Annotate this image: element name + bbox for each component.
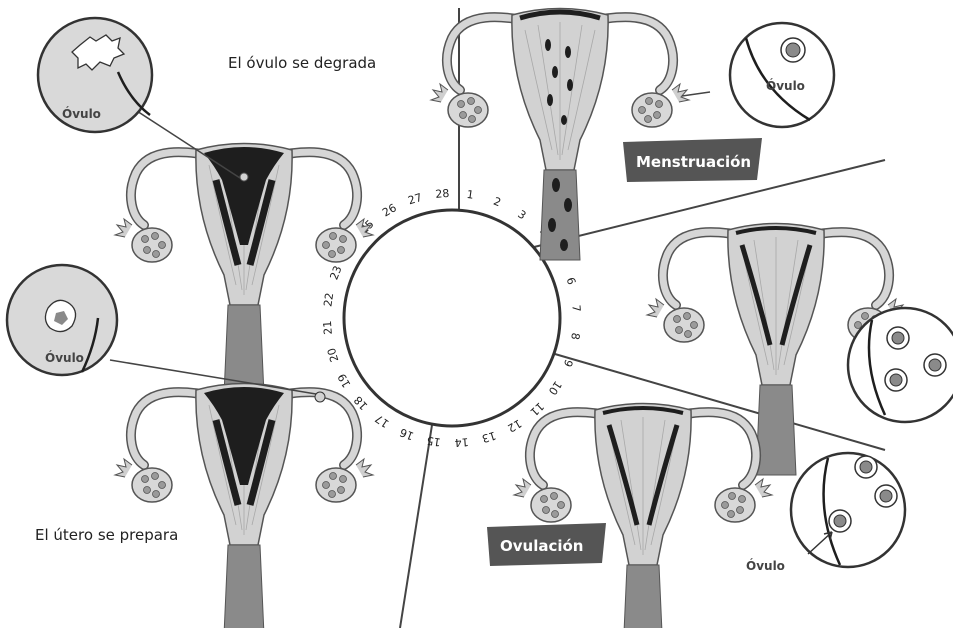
cycle-day-label: 7 — [569, 304, 582, 312]
badge-menstruacion: Menstruación — [623, 138, 762, 182]
cycle-day-label: 1 — [466, 188, 475, 202]
cycle-day-label: 19 — [335, 371, 353, 390]
cycle-day-label: 6 — [564, 276, 578, 287]
cycle-day-label: 3 — [515, 208, 528, 223]
badge-menstruacion-label: Menstruación — [636, 153, 751, 171]
cycle-day-label: 16 — [398, 425, 416, 442]
cycle-day-label: 13 — [480, 429, 497, 446]
cycle-day-label: 28 — [435, 187, 450, 201]
cycle-day-label: 12 — [505, 416, 524, 434]
zoom-circle-folicular — [848, 308, 953, 422]
cycle-day-label: 8 — [568, 332, 582, 341]
zoom-circle-menstruacion — [730, 23, 834, 127]
zoom-label-ovulo: Óvulo — [766, 78, 805, 93]
zoom-label-ovulo: Óvulo — [746, 558, 785, 573]
caption-utero-prepara: El útero se prepara — [35, 526, 178, 544]
cycle-day-label: 22 — [321, 292, 336, 308]
cycle-day-label: 17 — [373, 412, 392, 431]
cycle-day-label: 27 — [406, 191, 423, 208]
badge-ovulacion-label: Ovulación — [500, 537, 584, 555]
cycle-day-label: 20 — [325, 346, 342, 363]
cycle-day-label: 26 — [380, 201, 399, 219]
cycle-day-label: 21 — [321, 320, 335, 335]
cycle-day-label: 10 — [546, 378, 565, 397]
uterus-prepara — [115, 384, 373, 629]
zoom-circle-prepara — [7, 265, 325, 402]
uterus-ovulacion — [514, 404, 772, 629]
caption-ovulo-degrada: El óvulo se degrada — [228, 54, 376, 72]
zoom-label-ovulo: Óvulo — [62, 106, 101, 121]
cycle-day-label: 15 — [426, 434, 442, 449]
cycle-day-label: 2 — [492, 195, 503, 210]
cycle-circle — [344, 210, 560, 426]
zoom-label-ovulo: Óvulo — [45, 350, 84, 365]
cycle-day-label: 23 — [327, 264, 344, 282]
cycle-day-label: 14 — [454, 435, 469, 449]
badge-ovulacion: Ovulación — [487, 523, 606, 566]
zoom-circle-ovulacion — [791, 453, 905, 567]
